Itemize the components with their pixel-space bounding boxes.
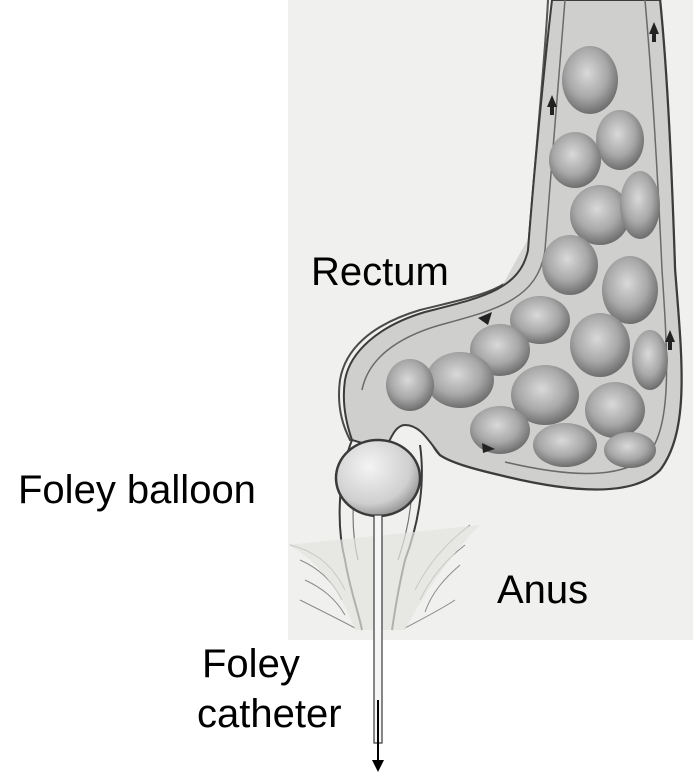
catheter-arrow [372, 760, 384, 772]
anus-label: Anus [497, 566, 588, 614]
foley-balloon-shape [336, 440, 420, 516]
foley-balloon-label: Foley balloon [18, 466, 256, 514]
foley-catheter-label-line1: Foley [202, 640, 300, 688]
foley-catheter-label-line2: catheter [197, 690, 342, 738]
rectum-label: Rectum [311, 248, 449, 296]
